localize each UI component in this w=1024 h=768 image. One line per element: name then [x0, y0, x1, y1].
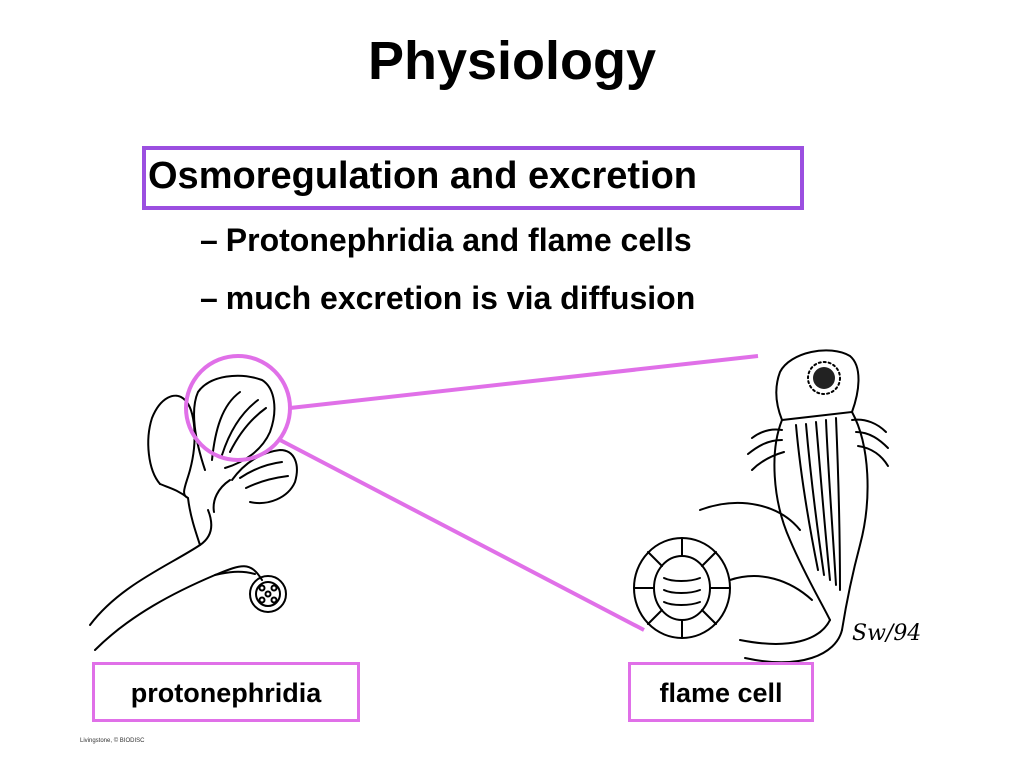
- connector-line-bottom: [279, 438, 645, 632]
- topic-highlight-box: [142, 146, 804, 210]
- connector-line-top: [289, 354, 759, 410]
- bullet-diffusion: –much excretion is via diffusion: [200, 280, 695, 317]
- bullet-text: Protonephridia and flame cells: [225, 222, 692, 258]
- slide-title: Physiology: [367, 31, 657, 91]
- bullet-dash: –: [200, 280, 218, 316]
- label-protonephridia: protonephridia: [92, 662, 360, 722]
- bullet-protonephridia: –Protonephridia and flame cells: [200, 222, 692, 259]
- label-flame-cell: flame cell: [628, 662, 814, 722]
- flame-cell-drawing: [633, 349, 889, 664]
- topic-heading: Osmoregulation and excretion: [148, 155, 697, 197]
- artist-signature: Sw/94: [852, 621, 921, 646]
- protonephridia-drawing: [89, 374, 298, 651]
- image-credit: Livingstone, © BIODISC: [80, 738, 145, 744]
- bullet-dash: –: [200, 222, 218, 258]
- bullet-text: much excretion is via diffusion: [225, 280, 696, 316]
